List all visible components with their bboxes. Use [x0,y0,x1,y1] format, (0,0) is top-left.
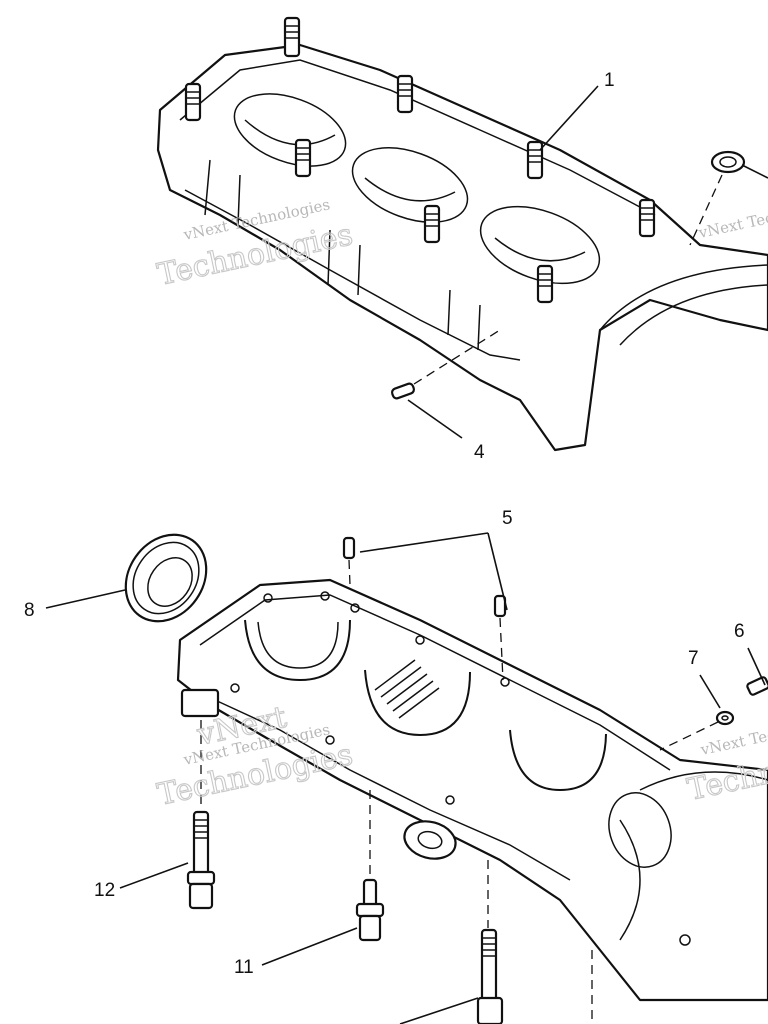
dowel-pin [390,382,416,400]
grommet [710,150,746,174]
bolt [186,810,216,910]
callout-1: 1 [604,70,615,91]
stud [638,198,656,238]
dowel-pin [493,594,507,618]
stud [423,204,441,244]
roller-bearing [374,659,440,719]
callout-5: 5 [502,508,513,529]
stud [184,82,202,122]
stud [536,264,554,304]
upper-crankcase [156,16,768,452]
callout-6: 6 [734,621,745,642]
screw [746,676,768,696]
callout-11: 11 [234,957,254,978]
stud [526,140,544,180]
callout-4: 4 [474,442,485,463]
washer [715,710,735,726]
lower-crankcase [176,578,768,1002]
bolt [476,928,504,1024]
stud [396,74,414,114]
callout-8: 8 [24,600,35,621]
callout-7: 7 [688,648,699,669]
dowel-pin [342,536,356,560]
callout-12: 12 [94,880,115,901]
bolt [355,878,385,942]
crank-seal [124,533,208,623]
stud [283,16,301,58]
stud [294,138,312,178]
svg-text:vNext Technologies: vNext Technologies [696,193,768,242]
